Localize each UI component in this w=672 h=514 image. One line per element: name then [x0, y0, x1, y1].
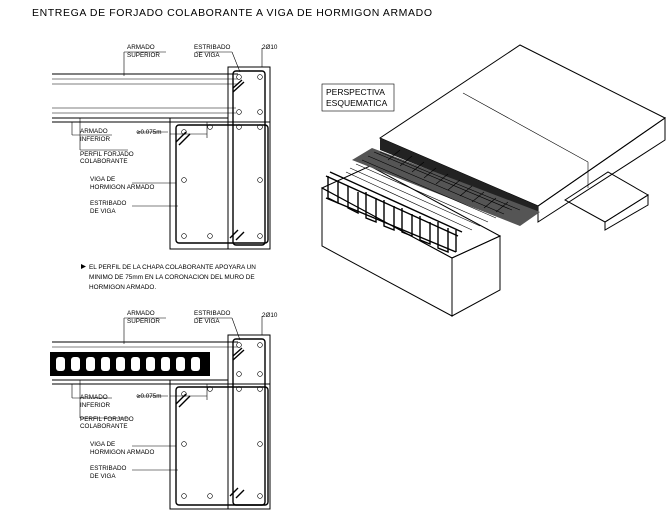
- label-viga-1: VIGA DE: [90, 441, 115, 448]
- note-line-1: EL PERFIL DE LA CHAPA COLABORANTE APOYAR…: [89, 264, 256, 271]
- label-dimension: 2Ø10: [262, 44, 278, 51]
- svg-text:PERSPECTIVA ESQUEMATICA: PERSPECTIVA ESQUEMATICA: [326, 87, 388, 108]
- label-estribado-bottom-1: ESTRIBADO: [90, 200, 126, 207]
- drawing-title: ENTREGA DE FORJADO COLABORANTE A VIGA DE…: [32, 7, 433, 19]
- label-armado-superior-1: ARMADO: [127, 44, 155, 51]
- label-armado-inferior-2: INFERIOR: [80, 402, 111, 409]
- svg-text:ARMADO SUPERIOR ES: ARMADO SUPERIOR ESTRIBADO DE VIGA 2Ø10 A…: [80, 310, 279, 480]
- label-viga-2: HORMIGON ARMADO: [90, 449, 154, 456]
- perspective-label-1: PERSPECTIVA: [326, 87, 385, 97]
- label-estribado-bottom-2: DE VIGA: [90, 208, 116, 215]
- detail-section-bottom: ARMADO SUPERIOR ESTRIBADO DE VIGA 2Ø10 A…: [50, 310, 279, 510]
- perspective-long-bars: [325, 171, 463, 253]
- label-viga-1: VIGA DE: [90, 176, 115, 183]
- note-block: EL PERFIL DE LA CHAPA COLABORANTE APOYAR…: [81, 264, 258, 291]
- label-estribado-top-1: ESTRIBADO: [194, 44, 230, 51]
- label-estribado-top-2: DE VIGA: [194, 318, 220, 325]
- label-armado-inferior-1: ARMADO: [80, 128, 108, 135]
- label-viga-2: HORMIGON ARMADO: [90, 184, 154, 191]
- label-perfil-1: PERFIL FORJADO: [80, 416, 134, 423]
- rebar-dots-bottom: [181, 342, 263, 499]
- label-armado-inferior-2: INFERIOR: [80, 136, 111, 143]
- deck-openings: [56, 357, 200, 371]
- label-estribado-bottom-1: ESTRIBADO: [90, 465, 126, 472]
- deck-ribs: [345, 149, 521, 231]
- note-arrow-icon: [81, 264, 86, 269]
- label-armado-superior-1: ARMADO: [127, 310, 155, 317]
- label-estribado-bottom-2: DE VIGA: [90, 473, 116, 480]
- svg-text:EL PERFIL DE LA CHAPA COLABORA: EL PERFIL DE LA CHAPA COLABORANTE APOYAR…: [89, 264, 258, 291]
- label-dimension: 2Ø10: [262, 312, 278, 319]
- label-perfil-2: COLABORANTE: [80, 158, 128, 165]
- rebar-dots-top: [181, 74, 263, 239]
- label-estribado-top-1: ESTRIBADO: [194, 310, 230, 317]
- label-min-support: ≥0.075m: [137, 129, 161, 136]
- label-estribado-top-2: DE VIGA: [194, 52, 220, 59]
- perspective-view: PERSPECTIVA ESQUEMATICA: [320, 44, 666, 317]
- label-armado-superior-2: SUPERIOR: [127, 52, 160, 59]
- label-armado-superior-2: SUPERIOR: [127, 318, 160, 325]
- svg-text:ARMADO SUPERIOR ES: ARMADO SUPERIOR ESTRIBADO DE VIGA 2Ø10 A…: [80, 44, 279, 215]
- label-armado-inferior-1: ARMADO: [80, 394, 108, 401]
- note-line-3: HORMIGON ARMADO.: [89, 284, 156, 291]
- detail-section-top: ARMADO SUPERIOR ESTRIBADO DE VIGA 2Ø10 A…: [52, 44, 279, 250]
- label-min-support: ≥0.075m: [137, 393, 161, 400]
- note-line-2: MINIMO DE 75mm EN LA CORONACION DEL MURO…: [89, 274, 255, 281]
- label-perfil-1: PERFIL FORJADO: [80, 151, 134, 158]
- perspective-label-2: ESQUEMATICA: [326, 98, 388, 108]
- label-perfil-2: COLABORANTE: [80, 423, 128, 430]
